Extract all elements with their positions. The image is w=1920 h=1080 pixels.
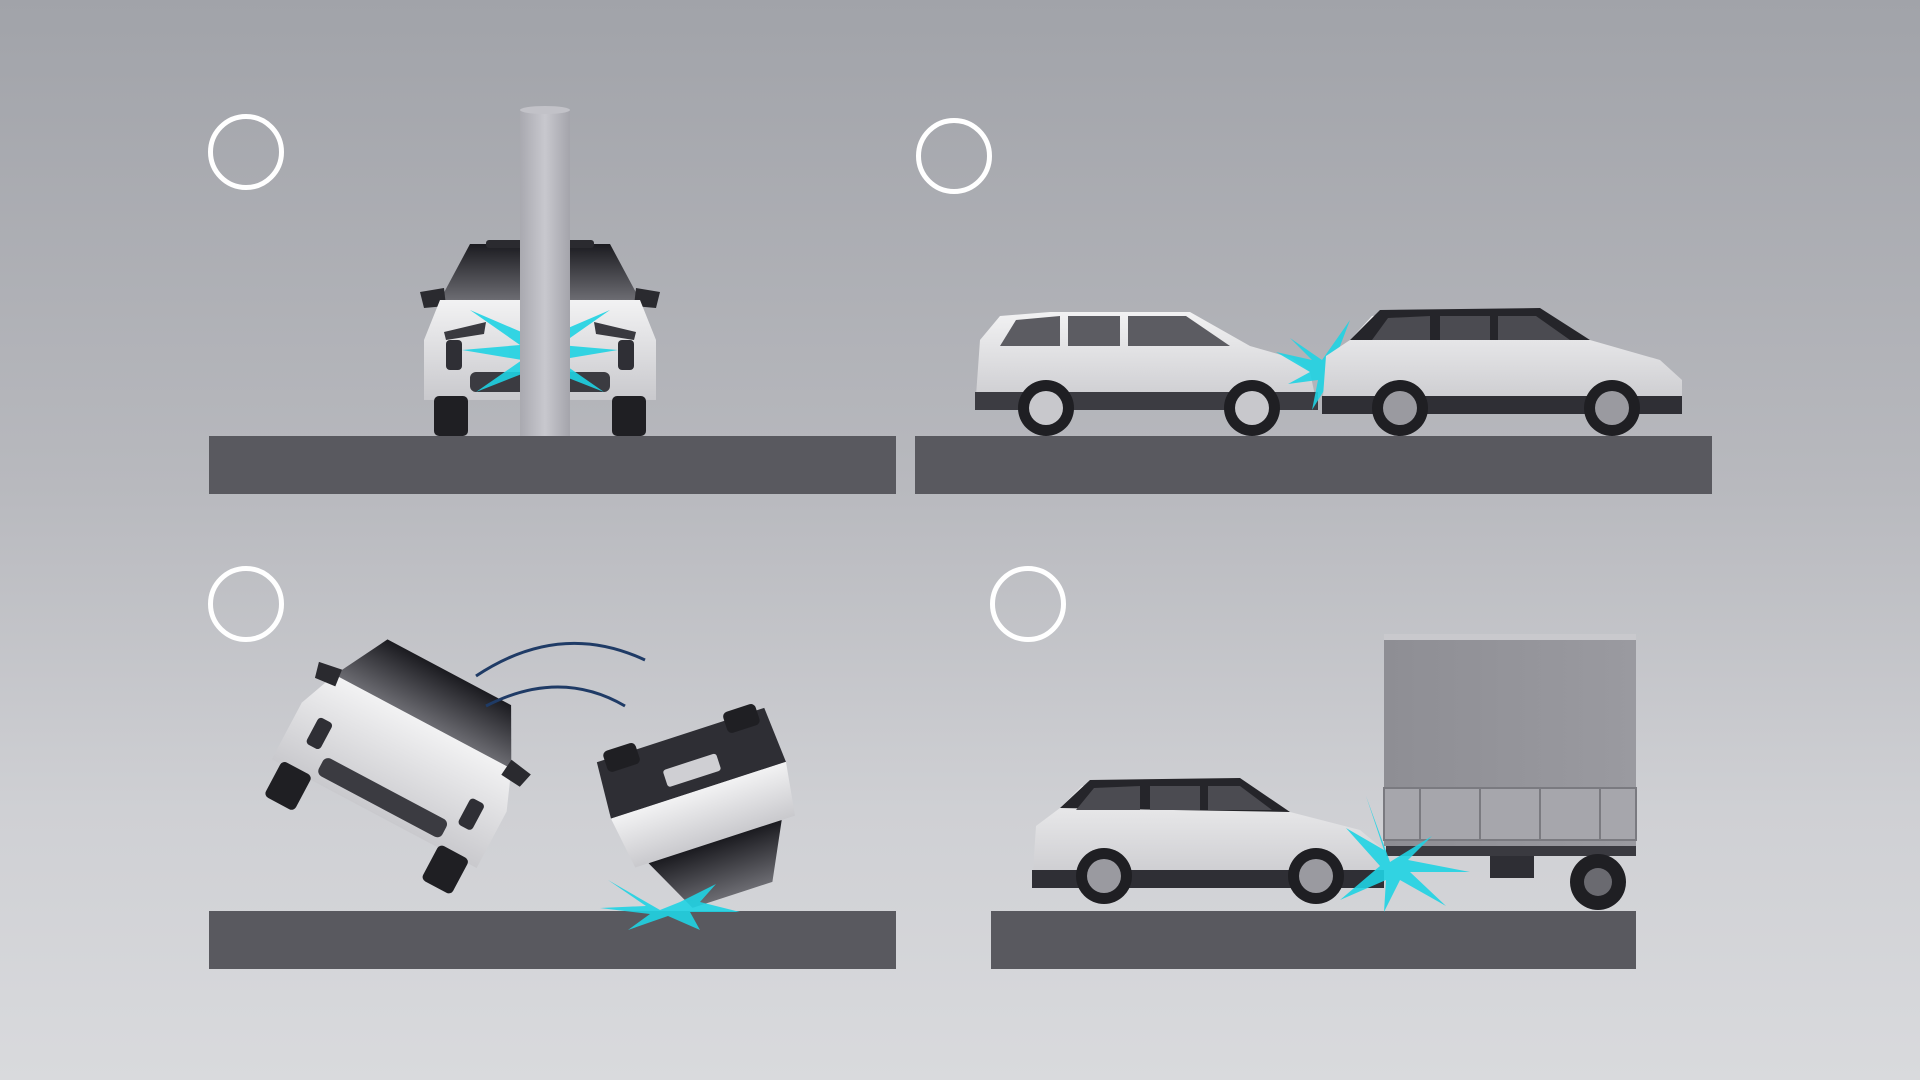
scene-1-pole-collision [420, 106, 660, 436]
motion-line-upper [476, 643, 645, 676]
car-underride [1032, 778, 1384, 904]
scene-4-truck-underride [1032, 634, 1636, 912]
scene-2-rear-end-collision [975, 308, 1682, 436]
scene-3-rollover [251, 616, 820, 930]
pole [520, 110, 570, 436]
car-white-side-view [975, 312, 1318, 436]
car-black-roof-side-view [1322, 308, 1682, 436]
